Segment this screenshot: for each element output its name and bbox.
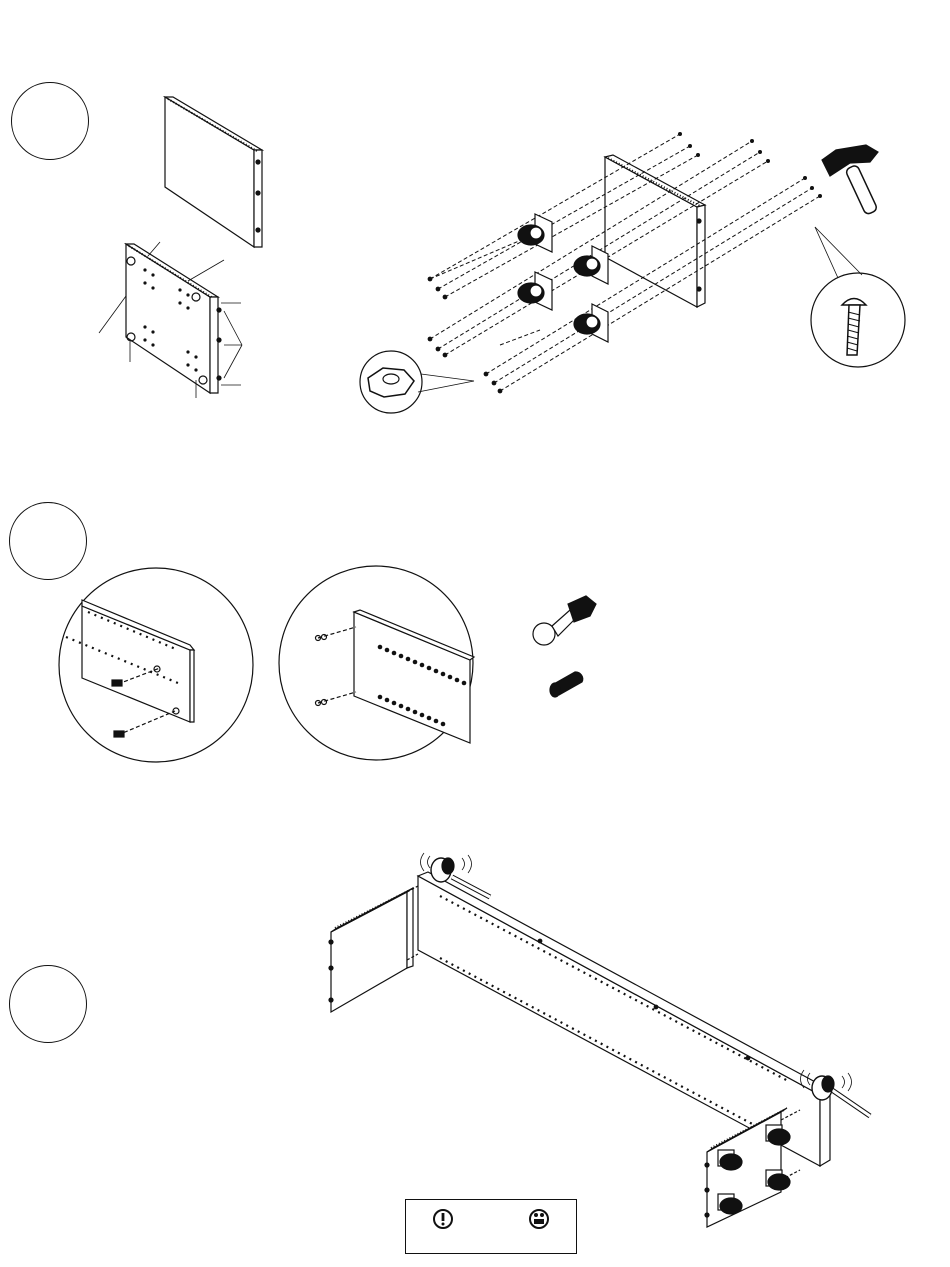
hex-nut-icon bbox=[360, 351, 474, 413]
caster-wheel-icon bbox=[518, 272, 552, 310]
detail-circle-left bbox=[59, 568, 253, 762]
side-panel-front bbox=[126, 244, 221, 393]
caution-icon bbox=[434, 1210, 452, 1228]
notice-box bbox=[405, 1199, 577, 1254]
caster-wheel-icon bbox=[766, 1170, 790, 1190]
detail-circle-right bbox=[279, 566, 474, 760]
dowel-icon bbox=[550, 672, 583, 697]
caster-wheel-icon bbox=[574, 246, 608, 284]
carriage-bolt-icon bbox=[811, 227, 905, 367]
caster-wheel-icon bbox=[574, 304, 608, 342]
screwdriver-icon bbox=[533, 596, 596, 645]
hammer-icon bbox=[822, 145, 878, 215]
caster-wheel-icon bbox=[518, 214, 552, 252]
side-panel-back bbox=[165, 97, 262, 247]
end-panel-left bbox=[329, 886, 418, 1012]
assistance-icon bbox=[530, 1210, 548, 1228]
